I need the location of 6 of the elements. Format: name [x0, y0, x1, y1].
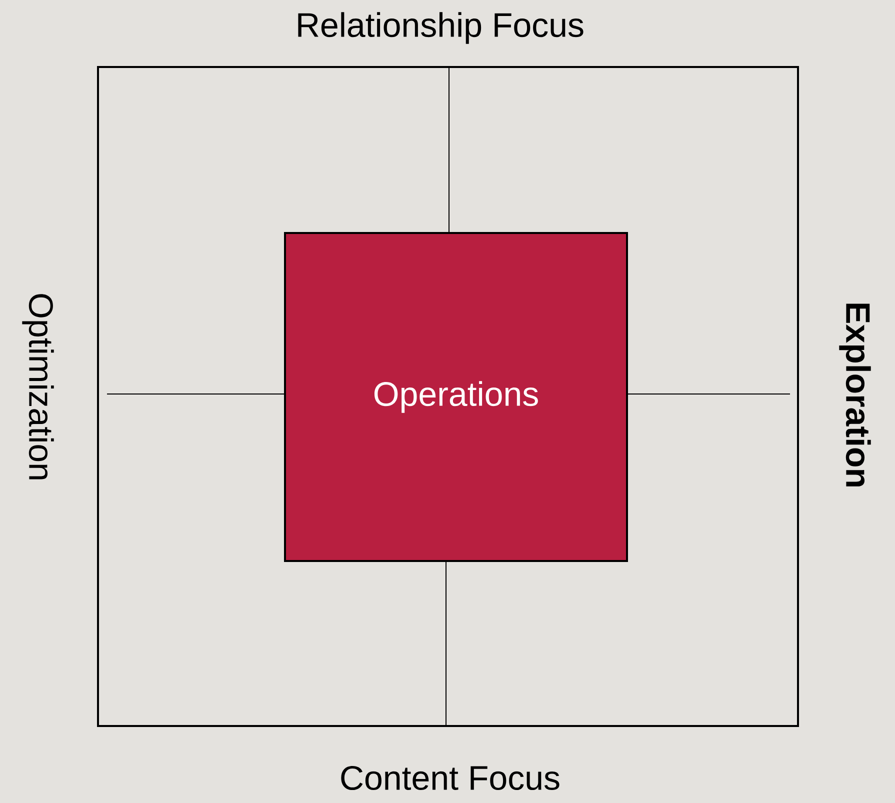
axis-label: Exploration [839, 304, 871, 486]
axis-label: Content Focus [341, 766, 560, 790]
axis-label: Relationship Focus [298, 12, 584, 44]
axis-label: Optimization [22, 294, 54, 480]
process-box: Operations [284, 232, 628, 562]
frame-box [97, 66, 799, 727]
